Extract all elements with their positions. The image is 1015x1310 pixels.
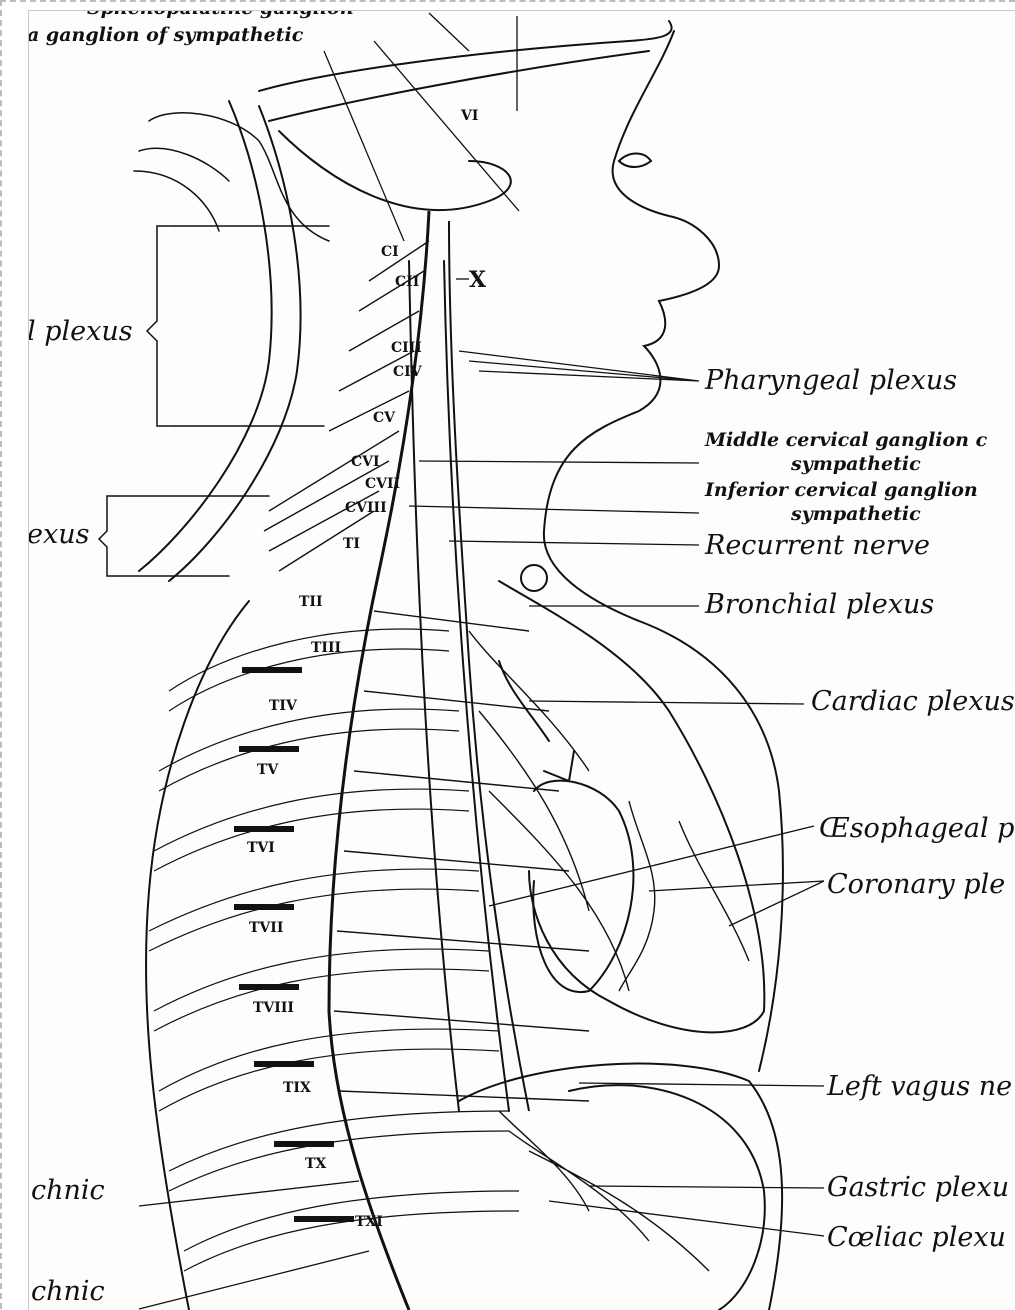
cervical-bracket [147,226,174,426]
label-bronchial-plexus: Bronchial plexus [705,591,934,618]
marker-x: X [469,269,486,291]
marker-ci: CI [381,245,399,259]
label-brachial-plexus: exus [28,521,89,548]
lung-outline [499,581,764,1032]
leader-splanchnic-1 [139,1181,359,1206]
anatomy-illustration: Sphenopalatine ganglion a ganglion of sy… [28,10,1015,1310]
marker-tiv: TIV [269,699,297,713]
eye [619,154,651,168]
label-inferior-cervical-1: Inferior cervical ganglion [705,481,978,500]
label-coronary-plexus: Coronary ple [827,871,1005,898]
label-middle-cervical-2: sympathetic [791,455,921,474]
marker-ti: TI [343,537,360,551]
brachial-bracket-line [117,496,269,576]
leader-recurrent [449,541,699,545]
spine-left [409,261,459,1111]
label-recurrent-nerve: Recurrent nerve [705,532,930,559]
neck-back-2 [169,106,301,581]
brachial-bracket [99,496,117,576]
heart-vessel [499,661,574,781]
marker-tviii: TVIII [253,1001,294,1015]
skull-base [279,131,511,210]
marker-cvi: CVI [351,455,380,469]
marker-tx: TX [305,1157,326,1171]
marker-civ: CIV [393,365,422,379]
marker-cvii: CVII [365,477,400,491]
label-left-vagus-nerve: Left vagus ne [827,1073,1012,1100]
leader-gastric [589,1186,824,1188]
label-cardiac-plexus: Cardiac plexus [811,688,1015,715]
cervical-bracket-line [174,226,329,426]
label-top-ganglion: a ganglion of sympathetic [28,26,303,45]
marker-tv: TV [257,763,278,777]
leader-top-ganglion-2 [374,41,519,211]
nerve-branches [264,241,749,1271]
leader-top-ganglion [324,51,404,241]
marker-ciii: CIII [391,341,422,355]
leader-coronary-1 [649,881,824,891]
label-pharyngeal-plexus: Pharyngeal plexus [705,367,957,394]
label-splanchnic-1: chnic [31,1177,105,1204]
leader-middle-cervical [419,461,699,463]
label-splanchnic-2: chnic [31,1278,105,1305]
trachea-section [521,565,547,591]
stomach [569,1085,765,1310]
hair [134,113,329,241]
ribs [149,629,519,1271]
marker-cii: CII [395,275,419,289]
label-cervical-plexus: l plexus [28,318,133,345]
label-gastric-plexus: Gastric plexu [827,1174,1009,1201]
label-inferior-cervical-2: sympathetic [791,505,921,524]
leader-coronary-2 [729,881,824,926]
marker-tii: TII [299,595,323,609]
leader-pharyngeal [459,351,699,381]
leader-cardiac [529,701,804,704]
leader-lines [139,13,824,1309]
label-oesophageal-plexus: Œsophageal p [819,815,1014,842]
label-middle-cervical-1: Middle cervical ganglion c [705,431,987,450]
leader-top-cut [429,13,469,51]
neck-back [139,101,272,571]
marker-tiii: TIII [311,641,341,655]
marker-vi: VI [461,109,478,123]
leader-splanchnic-2 [139,1251,369,1309]
leader-oesophageal [489,826,814,906]
marker-cv: CV [373,411,395,425]
marker-tix: TIX [283,1081,311,1095]
skull-inner [269,51,649,121]
marker-tvi: TVI [247,841,275,855]
label-top-cut: Sphenopalatine ganglion [87,10,354,18]
marker-txi: TXI [355,1215,383,1229]
label-coeliac-plexus: Cœliac plexu [827,1224,1006,1251]
marker-cviii: CVIII [345,501,387,515]
nervous-system-drawing [29,11,1015,1310]
marker-tvii: TVII [249,921,283,935]
